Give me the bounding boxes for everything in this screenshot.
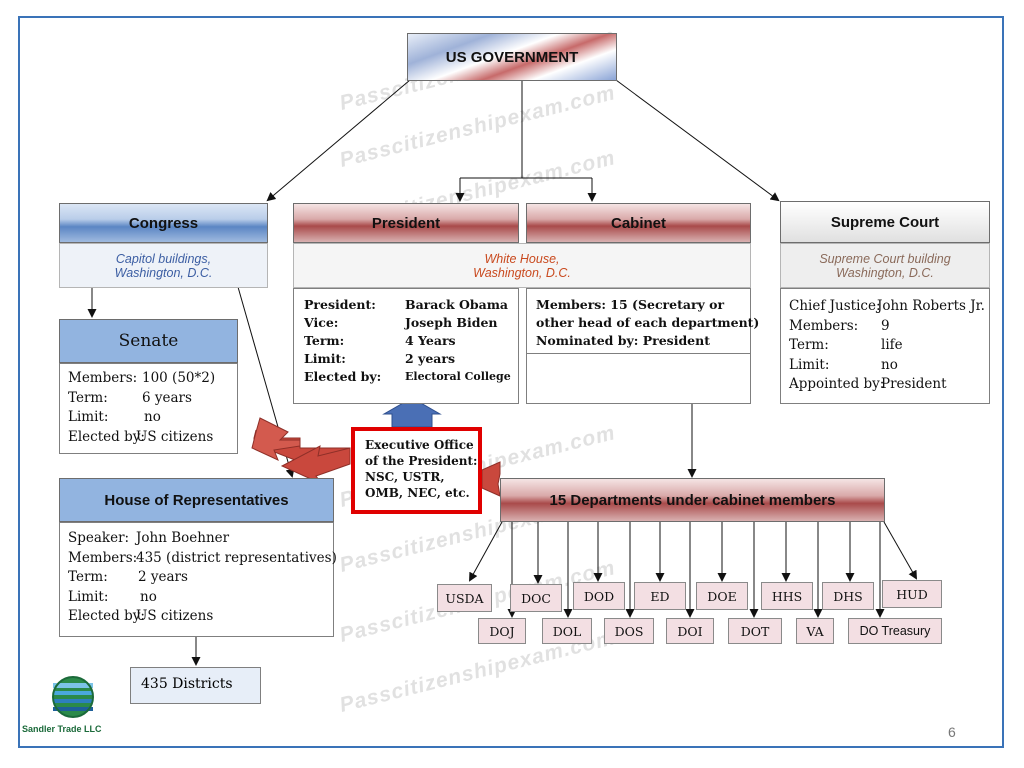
page-number: 6 [948, 724, 956, 740]
cabinet-info: Members: 15 (Secretary or other head of … [536, 296, 759, 350]
dept-hhs: HHS [761, 582, 813, 610]
block-arrow-right [481, 461, 501, 497]
dept-usda: USDA [437, 584, 492, 612]
supreme-court-row: Appointed by:President [789, 376, 947, 392]
president-row: Elected by:Electoral College [304, 369, 511, 384]
congress-location-line2: Washington, D.C. [114, 265, 213, 280]
supreme-court-info: Chief Justice:John Roberts Jr. Members:9… [789, 297, 985, 395]
slide-frame [18, 16, 1004, 748]
cabinet-header: Cabinet [526, 203, 751, 243]
supreme-court-location-line2: Washington, D.C. [836, 265, 934, 280]
house-row: Term:2 years [68, 569, 188, 585]
house-row: Elected by:US citizens [68, 608, 214, 624]
senate-row: Term:6 years [68, 389, 192, 406]
dept-dod: DOD [573, 582, 625, 610]
cabinet-divider [526, 288, 751, 354]
dept-treasury: DO Treasury [848, 618, 942, 644]
president-row: Vice:Joseph Biden [304, 315, 498, 330]
president-row: Term:4 Years [304, 333, 456, 348]
house-row: Limit:no [68, 588, 157, 605]
cabinet-line: other head of each department) [536, 315, 760, 330]
executive-office-box: Executive Office of the President: NSC, … [351, 427, 482, 514]
president-row: President:Barack Obama [304, 297, 509, 312]
block-arrow-senate [251, 417, 301, 461]
dept-dot: DOT [728, 618, 782, 644]
line-dept-usda [469, 521, 503, 582]
dept-doc: DOC [510, 584, 562, 612]
supreme-court-row: Chief Justice:John Roberts Jr. [789, 298, 985, 314]
cabinet-line: Members: 15 (Secretary or [536, 297, 725, 312]
districts-box: 435 Districts [130, 667, 261, 704]
globe-logo-icon [52, 676, 94, 718]
dept-doi: DOI [666, 618, 714, 644]
logo-name: Sandler Trade LLC [22, 724, 102, 734]
departments-header: 15 Departments under cabinet members [500, 478, 885, 522]
senate-header: Senate [59, 319, 238, 363]
supreme-court-header: Supreme Court [780, 201, 990, 243]
president-location-line2: Washington, D.C. [473, 265, 571, 280]
house-row: Speaker:John Boehner [68, 530, 230, 546]
president-location: White House, Washington, D.C. [293, 243, 751, 288]
line-root-congress [266, 79, 411, 202]
president-header: President [293, 203, 519, 243]
senate-info: Members:100 (50*2) Term:6 years Limit:no… [68, 369, 215, 447]
supreme-court-row: Limit:no [789, 356, 898, 373]
house-info-box [59, 522, 334, 637]
dept-doe: DOE [696, 582, 748, 610]
line-dept-hud [883, 521, 917, 580]
house-row: Members:435 (district representatives) [68, 549, 337, 566]
block-arrow-up [382, 397, 442, 428]
dept-dhs: DHS [822, 582, 874, 610]
senate-row: Limit:no [68, 409, 161, 425]
cabinet-line: Nominated by: President [536, 333, 710, 348]
president-row: Limit:2 years [304, 351, 455, 366]
president-info: President:Barack Obama Vice:Joseph Biden… [304, 296, 511, 386]
supreme-court-info-box [780, 288, 990, 404]
dept-va: VA [796, 618, 834, 644]
congress-location-line1: Capitol buildings, [115, 251, 212, 266]
senate-row: Members:100 (50*2) [68, 370, 216, 386]
block-arrow-house [280, 445, 351, 485]
dept-dol: DOL [542, 618, 592, 644]
president-location-line1: White House, [484, 251, 560, 266]
congress-location: Capitol buildings, Washington, D.C. [59, 243, 268, 288]
dept-hud: HUD [882, 580, 942, 608]
executive-office-line: Executive Office [365, 438, 474, 452]
supreme-court-location: Supreme Court building Washington, D.C. [780, 243, 990, 288]
dept-dos: DOS [604, 618, 654, 644]
dept-ed: ED [634, 582, 686, 610]
executive-office-line: of the President: [365, 454, 478, 468]
congress-header: Congress [59, 203, 268, 243]
supreme-court-row: Term:life [789, 337, 903, 353]
senate-row: Elected by:US citizens [68, 428, 214, 445]
supreme-court-row: Members:9 [789, 317, 890, 334]
senate-info-box [59, 363, 238, 454]
house-header: House of Representatives [59, 478, 334, 522]
executive-office-line: OMB, NEC, etc. [365, 486, 470, 500]
dept-doj: DOJ [478, 618, 526, 644]
line-root-court [615, 79, 780, 202]
executive-office-line: NSC, USTR, [365, 470, 445, 484]
supreme-court-location-line1: Supreme Court building [819, 251, 951, 266]
president-info-box [293, 288, 519, 404]
us-government-box: US GOVERNMENT [407, 33, 617, 81]
house-info: Speaker:John Boehner Members:435 (distri… [68, 529, 337, 627]
